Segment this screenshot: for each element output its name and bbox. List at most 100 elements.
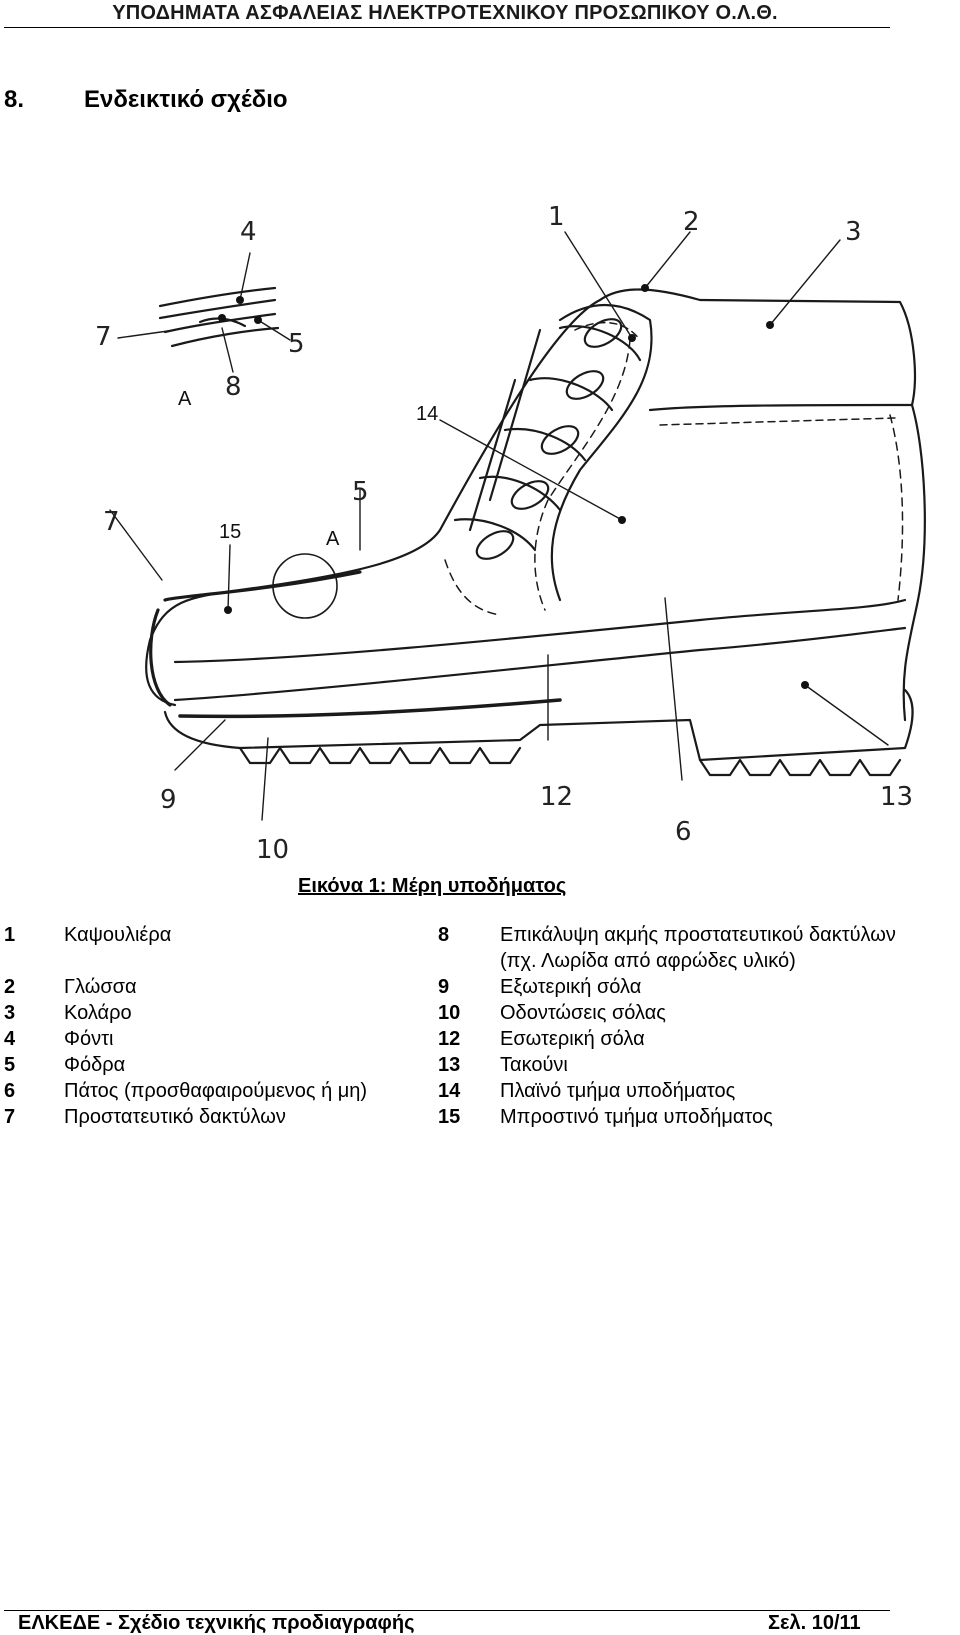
legend-label: Επικάλυψη ακμής προστατευτικού δακτύλων(…	[500, 922, 918, 974]
detail-a-circle	[272, 553, 338, 619]
legend-item: 12 Εσωτερική σόλα	[438, 1026, 918, 1052]
callout-4: 4	[240, 217, 257, 247]
legend-label: Μπροστινό τμήμα υποδήματος	[500, 1106, 773, 1128]
callout-13: 13	[880, 782, 913, 812]
callout-5a: 5	[288, 329, 305, 359]
leader-13	[804, 684, 889, 746]
page-header-title: ΥΠΟΔΗΜΑΤΑ ΑΣΦΑΛΕΙΑΣ ΗΛΕΚΤΡΟΤΕΧΝΙΚΟΥ ΠΡΟΣ…	[112, 2, 778, 24]
legend-label: Πλαϊνό τμήμα υποδήματος	[500, 1080, 736, 1102]
midsole-line	[173, 626, 907, 702]
legend-item: 14 Πλαϊνό τμήμα υποδήματος	[438, 1078, 918, 1104]
boot-drawing-svg: 4 7 5 8 A 1 2 3 14 15 7 5 A 9 10 12 6 13	[95, 202, 926, 865]
toe-cap-front	[149, 608, 172, 707]
legend-label: Γλώσσα	[64, 976, 137, 998]
legend-label: Προστατευτικό δακτύλων	[64, 1106, 286, 1128]
legend-item: 5 Φόδρα	[4, 1052, 434, 1078]
leader-1	[564, 231, 633, 339]
legend-label: Οδοντώσεις σόλας	[500, 1002, 666, 1024]
footer-page-number: Σελ. 10/11	[768, 1612, 861, 1634]
legend-item: 10 Οδοντώσεις σόλας	[438, 1000, 918, 1026]
callout-3: 3	[845, 217, 862, 247]
detail-a-layer-1	[158, 286, 277, 308]
legend-label-line-2: (πχ. Λωρίδα από αφρώδες υλικό)	[500, 950, 796, 972]
callout-12: 12	[540, 782, 573, 812]
legend-label: Κολάρο	[64, 1002, 132, 1024]
leader-4	[239, 252, 251, 301]
insole-top	[173, 598, 907, 664]
callout-15: 15	[219, 521, 241, 543]
legend-item: 9 Εξωτερική σόλα	[438, 974, 918, 1000]
legend-number: 9	[438, 976, 450, 998]
leader-10	[261, 737, 269, 821]
leader-15	[227, 544, 231, 611]
legend-spacer	[4, 948, 434, 974]
legend-number: 7	[4, 1106, 16, 1128]
leader-9	[174, 719, 226, 771]
legend-number: 3	[4, 1002, 16, 1024]
callout-dots	[218, 284, 809, 689]
laces	[453, 318, 642, 560]
vamp-stitch	[444, 559, 501, 616]
legend-label: Καψουλιέρα	[64, 924, 172, 946]
callout-labels: 4 7 5 8 A 1 2 3 14 15 7 5 A 9 10 12 6 13	[95, 202, 913, 865]
legend-item: 13 Τακούνι	[438, 1052, 918, 1078]
callout-a-inset: A	[178, 388, 192, 410]
callout-a-circle: A	[326, 528, 340, 550]
header-divider	[4, 27, 890, 28]
leader-8	[221, 327, 234, 373]
callout-7a: 7	[95, 322, 112, 352]
collar-top	[598, 288, 916, 407]
legend-number: 10	[438, 1002, 461, 1024]
callout-5b: 5	[352, 477, 369, 507]
callout-6: 6	[675, 817, 692, 847]
legend-label: Εξωτερική σόλα	[500, 976, 642, 998]
legend-label: Φόδρα	[64, 1054, 126, 1076]
callout-9: 9	[160, 785, 177, 815]
legend-number: 15	[438, 1106, 461, 1128]
legend-number: 8	[438, 924, 450, 946]
callout-14: 14	[416, 403, 438, 425]
legend-number: 14	[438, 1080, 461, 1102]
leader-7b	[109, 509, 163, 581]
outsole-outline	[163, 688, 914, 762]
footer-divider	[4, 1610, 890, 1611]
vamp-outline	[145, 298, 602, 707]
callout-7b: 7	[103, 507, 120, 537]
section-heading: 8.Ενδεικτικό σχέδιο	[4, 86, 288, 114]
callout-1: 1	[548, 202, 565, 232]
leader-5a	[257, 319, 291, 341]
legend-item: 3 Κολάρο	[4, 1000, 434, 1026]
footer-document-title: ΕΛΚΕΔΕ - Σχέδιο τεχνικής προδιαγραφής	[18, 1612, 415, 1634]
boot-diagram: 4 7 5 8 A 1 2 3 14 15 7 5 A 9 10 12 6 13	[0, 170, 960, 880]
sole-cleats-heel	[698, 758, 902, 777]
legend-item: 7 Προστατευτικό δακτύλων	[4, 1104, 434, 1130]
legend-number: 6	[4, 1080, 16, 1102]
callout-10: 10	[256, 835, 289, 865]
legend-number: 12	[438, 1028, 461, 1050]
section-number: 8.	[4, 86, 25, 113]
sole-cleats-front	[238, 746, 522, 765]
callout-8: 8	[225, 372, 242, 402]
callout-2: 2	[683, 207, 700, 237]
leader-14	[439, 419, 623, 521]
legend-label: Φόντι	[64, 1028, 114, 1050]
legend-label: Τακούνι	[500, 1054, 568, 1076]
collar-seam	[648, 403, 914, 412]
legend-number: 13	[438, 1054, 461, 1076]
leader-2	[644, 231, 691, 289]
quarter-front-edge	[550, 304, 653, 602]
outsole-dark-line	[178, 698, 562, 719]
detail-a-layer-4	[170, 326, 280, 348]
leader-3	[769, 239, 841, 326]
leader-6	[664, 597, 683, 781]
figure-caption: Εικόνα 1: Μέρη υποδήματος	[298, 875, 567, 897]
legend-item: 8 Επικάλυψη ακμής προστατευτικού δακτύλων…	[438, 922, 918, 974]
legend-label: Εσωτερική σόλα	[500, 1028, 645, 1050]
legend-item: 15 Μπροστινό τμήμα υποδήματος	[438, 1104, 918, 1130]
heel-back	[902, 403, 926, 722]
legend-number: 5	[4, 1054, 16, 1076]
